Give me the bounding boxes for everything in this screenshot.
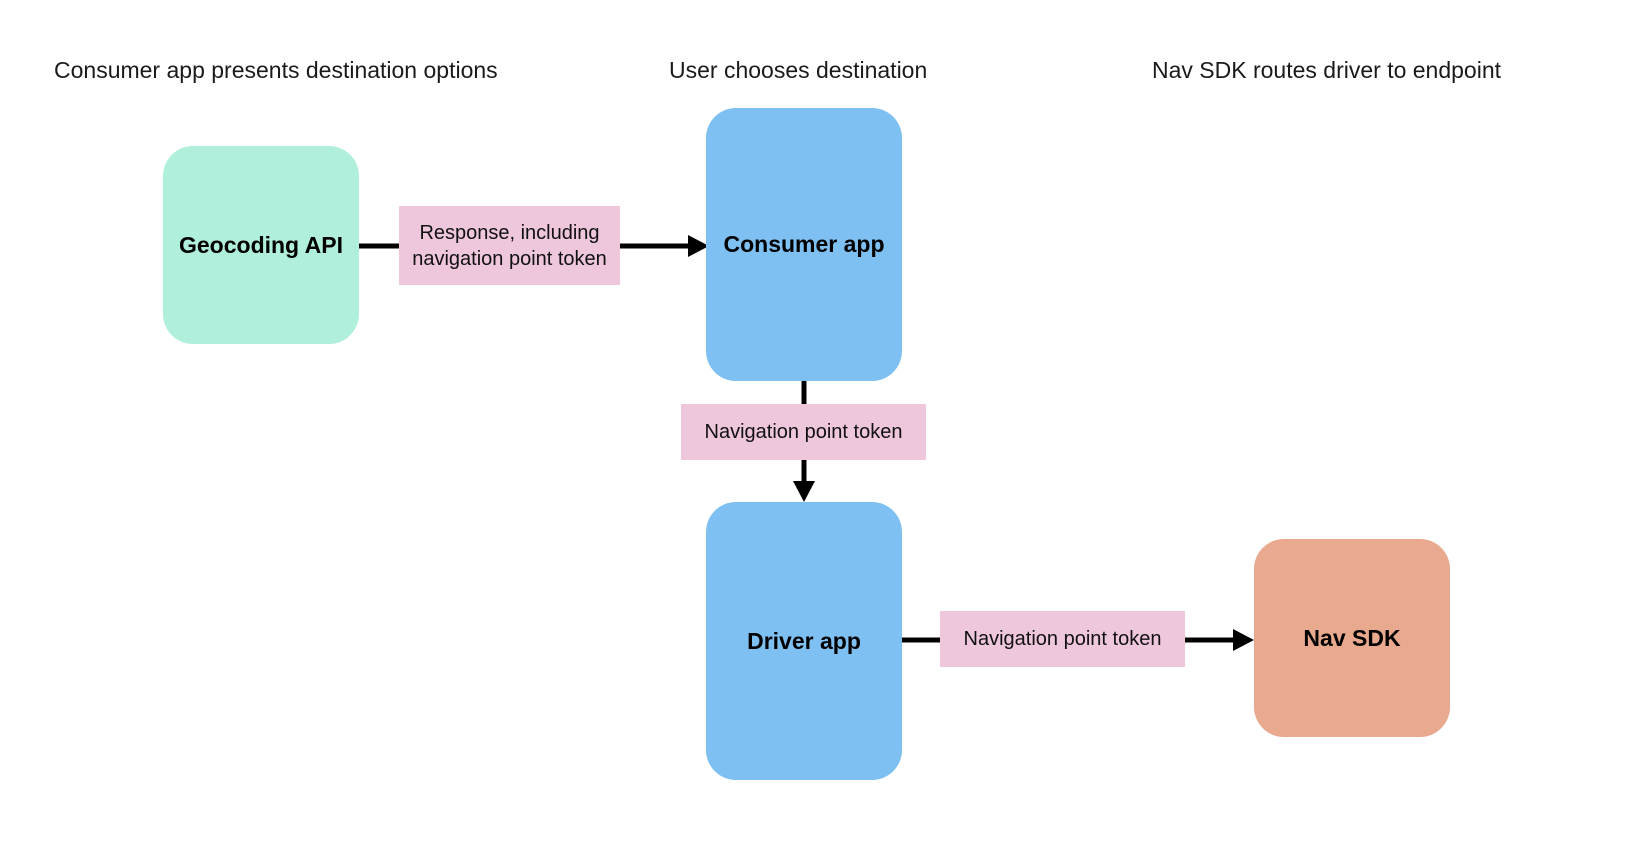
node-geocoding-api-label: Geocoding API [179,231,343,258]
node-nav-sdk-label: Nav SDK [1303,624,1401,651]
column-heading-user-chooses: User chooses destination [669,57,928,83]
node-consumer-app[interactable]: Consumer app [706,108,902,381]
column-heading-nav-sdk: Nav SDK routes driver to endpoint [1152,57,1502,83]
column-heading-consumer-app: Consumer app presents destination option… [54,57,498,83]
node-consumer-app-label: Consumer app [723,231,885,257]
edge-label-navigation-point-token-horizontal: Navigation point token [940,611,1185,667]
edge-label-response-including-navigation-point-token: Response, including navigation point tok… [399,206,620,285]
node-driver-app[interactable]: Driver app [706,502,902,780]
edge-label-response-text: Response, including navigation point tok… [412,221,607,270]
edge-label-token-horizontal-text: Navigation point token [963,628,1162,650]
node-geocoding-api[interactable]: Geocoding API [163,146,359,344]
edge-label-token-vertical-text: Navigation point token [704,421,903,443]
node-nav-sdk[interactable]: Nav SDK [1254,539,1450,737]
node-driver-app-label: Driver app [747,627,861,654]
edge-label-navigation-point-token-vertical: Navigation point token [681,404,926,460]
